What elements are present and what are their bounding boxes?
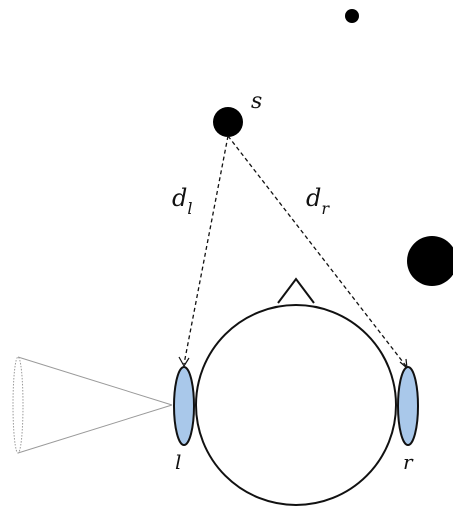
left-distance-line xyxy=(183,135,229,365)
right-ear xyxy=(397,366,419,446)
source-dot xyxy=(213,107,243,137)
right-ear-label: r xyxy=(403,450,414,474)
nose-triangle xyxy=(277,277,315,304)
large-source-dot xyxy=(407,236,453,286)
distant-source-dot xyxy=(345,9,359,23)
left-arrowhead xyxy=(178,356,190,368)
head-circle xyxy=(195,304,397,506)
source-label: s xyxy=(251,89,262,114)
right-distance-label: dr xyxy=(306,184,330,218)
left-ear-label: l xyxy=(175,450,181,474)
left-distance-label: dl xyxy=(172,184,193,218)
left-ear xyxy=(173,366,195,446)
hearing-cone xyxy=(12,356,173,454)
